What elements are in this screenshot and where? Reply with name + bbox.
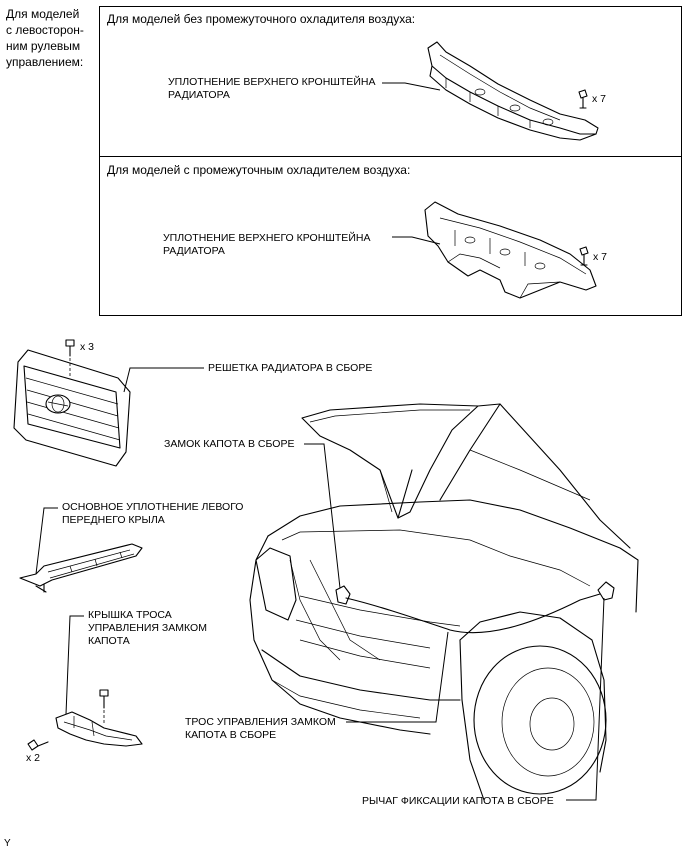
bolt-icon [65, 339, 75, 357]
label-hood-lock: ЗАМОК КАПОТА В СБОРЕ [164, 438, 295, 450]
label-cable-cover: КРЫШКА ТРОСА УПРАВЛЕНИЯ ЗАМКОМ КАПОТА [88, 609, 207, 648]
leader-line [65, 615, 84, 715]
radiator-support-seal-part-intercooler [424, 201, 597, 299]
label-line: КАПОТА [88, 635, 130, 647]
steering-note-line: управлением: [6, 55, 84, 69]
leader-line [346, 631, 449, 723]
steering-note: Для моделей с левосторон- ним рулевым уп… [6, 6, 84, 70]
leader-line [566, 597, 605, 801]
label-radiator-grille: РЕШЕТКА РАДИАТОРА В СБОРЕ [208, 362, 373, 374]
label-line: ОСНОВНОЕ УПЛОТНЕНИЕ ЛЕВОГО [62, 501, 244, 513]
label-hood-lock-lever: РЫЧАГ ФИКСАЦИИ КАПОТА В СБОРЕ [362, 795, 554, 807]
label-line: ПЕРЕДНЕГО КРЫЛА [62, 514, 165, 526]
steering-note-line: ним рулевым [6, 39, 81, 53]
label-line: РАДИАТОРА [168, 89, 230, 101]
label-line: УПЛОТНЕНИЕ ВЕРХНЕГО КРОНШТЕЙНА [168, 76, 376, 88]
leader-line [123, 367, 204, 393]
label-line: КРЫШКА ТРОСА [88, 609, 172, 621]
bolt-icon [27, 739, 49, 751]
leader-line [392, 236, 441, 245]
label-hood-lock-cable: ТРОС УПРАВЛЕНИЯ ЗАМКОМ КАПОТА В СБОРЕ [185, 716, 336, 742]
label-line: КАПОТА В СБОРЕ [185, 729, 277, 741]
label-fender-seal: ОСНОВНОЕ УПЛОТНЕНИЕ ЛЕВОГО ПЕРЕДНЕГО КРЫ… [62, 501, 243, 527]
clip-icon [579, 246, 589, 266]
label-line: УПЛОТНЕНИЕ ВЕРХНЕГО КРОНШТЕЙНА [163, 232, 371, 244]
label-radiator-seal-top: УПЛОТНЕНИЕ ВЕРХНЕГО КРОНШТЕЙНА РАДИАТОРА [168, 76, 375, 102]
leader-line [304, 443, 341, 589]
cable-cover-part [55, 711, 143, 747]
radiator-grille-part [13, 349, 131, 467]
qty-label-cable-cover: x 2 [26, 752, 41, 764]
radiator-support-seal-part [427, 41, 599, 141]
clip-icon [578, 89, 588, 109]
variant-title-without-intercooler: Для моделей без промежуточного охладител… [107, 12, 416, 26]
fender-seal-part [19, 543, 143, 593]
variant-title-with-intercooler: Для моделей с промежуточным охладителем … [107, 163, 411, 177]
qty-label-top: x 7 [592, 93, 607, 105]
bolt-icon [99, 689, 109, 709]
corner-mark: Y [4, 838, 11, 849]
label-radiator-seal-bottom: УПЛОТНЕНИЕ ВЕРХНЕГО КРОНШТЕЙНА РАДИАТОРА [163, 232, 370, 258]
leader-line [382, 82, 441, 91]
label-line: РАДИАТОРА [163, 245, 225, 257]
leader-line [35, 507, 58, 575]
qty-label-grille: x 3 [80, 341, 95, 353]
label-line: УПРАВЛЕНИЯ ЗАМКОМ [88, 622, 207, 634]
steering-note-line: Для моделей [6, 7, 80, 21]
vehicle-front-view [249, 403, 639, 801]
steering-note-line: с левосторон- [6, 23, 84, 37]
qty-label-bottom: x 7 [593, 251, 608, 263]
label-line: ТРОС УПРАВЛЕНИЯ ЗАМКОМ [185, 716, 336, 728]
